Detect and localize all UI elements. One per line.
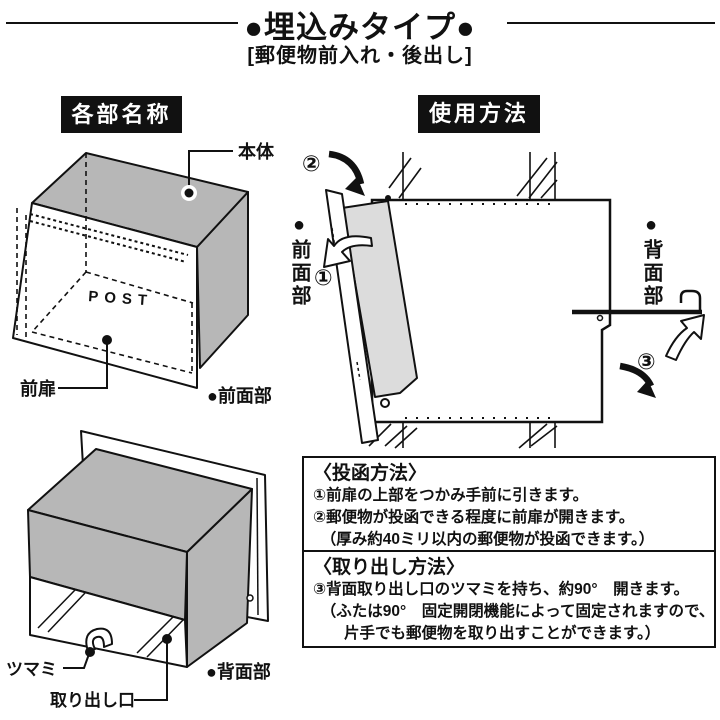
knob-label: ツマミ: [6, 660, 57, 679]
front-door-dot: [102, 335, 112, 345]
knob-leader-line: [63, 653, 90, 669]
retrieval-line-3: 片手でも郵便物を取り出すことができます。）: [313, 625, 661, 642]
usage-cross-section-diagram: ② ① ③: [302, 150, 705, 449]
posting-line-1: ①前扉の上部をつかみ手前に引きます。: [313, 487, 589, 504]
box-body-section: [370, 198, 612, 424]
lid-pivot: [596, 314, 604, 322]
wall-hatching: [368, 152, 558, 449]
door-panel-section: [341, 200, 418, 398]
page-title: ●埋込みタイプ●: [244, 10, 476, 45]
body-dot: [184, 188, 194, 198]
body-label: 本体: [238, 141, 275, 162]
outlet-leader-line: [134, 641, 168, 701]
parts-section-header: 各部名称: [61, 96, 182, 133]
step1-number: ①: [314, 265, 333, 290]
door-hinge-dot: [385, 195, 391, 201]
step2-arrow-curve: [328, 150, 365, 185]
outlet-flap: [29, 576, 188, 668]
mail-slot-dashed-edge: [29, 213, 189, 263]
retrieval-heading: 〈取り出し方法〉: [313, 557, 466, 578]
post-text: POST: [88, 288, 154, 309]
parts-rear-view-diagram: ツマミ 取り出し口 ●背面部: [6, 430, 271, 710]
retrieval-instructions-box: 〈取り出し方法〉 ③背面取り出し口のツマミを持ち、約90° 開きます。 （ふたは…: [302, 550, 716, 648]
step1-outline-arrow: [323, 235, 373, 268]
plate-fold-line: [256, 477, 259, 616]
usage-back-side-label: ●背面部: [640, 214, 662, 308]
step3-swing-arrow-head: [637, 380, 656, 398]
step3-number: ③: [637, 349, 656, 374]
posting-line-2: ②郵便物が投函できる程度に前扉が開きます。: [313, 509, 635, 526]
posting-line-3: （厚み約40ミリ以内の郵便物が投函できます。）: [313, 531, 655, 548]
knob-dot: [85, 647, 95, 657]
title-rule-left: [6, 22, 238, 24]
retrieval-line-1: ③背面取り出し口のツマミを持ち、約90° 開きます。: [313, 581, 690, 598]
lid-knob-hook: [679, 289, 702, 310]
step3-outline-arrow: [665, 314, 705, 361]
posting-heading: 〈投函方法〉: [313, 463, 428, 484]
box-front-door-face: [12, 202, 198, 389]
step2-number: ②: [302, 151, 321, 176]
step2-arrow-head: [345, 177, 365, 196]
wall-contact-ticks: [405, 203, 553, 419]
front-door-label: 前扉: [20, 378, 56, 399]
door-pivot: [380, 398, 390, 408]
usage-section-header: 使用方法: [418, 95, 540, 133]
usage-front-side-label: ●前面部: [288, 214, 310, 308]
retrieval-line-2: （ふたは90° 固定開閉機能によって固定されますので、: [313, 603, 715, 620]
step3-swing-arrow-curve: [619, 362, 654, 388]
body-leader-line: [188, 150, 233, 193]
page-subtitle: [郵便物前入れ・後出し]: [247, 45, 473, 67]
posting-instructions-box: 〈投函方法〉 ①前扉の上部をつかみ手前に引きます。 ②郵便物が投函できる程度に前…: [302, 456, 716, 552]
knob-shape: [85, 627, 113, 652]
outlet-label: 取り出し口: [50, 690, 135, 710]
front-door-leader-line: [58, 342, 108, 389]
hidden-edges-dashed: [16, 153, 194, 374]
front-side-label: ●前面部: [207, 385, 272, 406]
door-fold-dashes: [331, 227, 361, 381]
outlet-dot: [162, 634, 172, 644]
parts-front-view-diagram: POST 本体 前扉 ●前面部: [12, 141, 275, 406]
back-side-label: ●背面部: [206, 661, 271, 682]
title-rule-right: [507, 22, 715, 24]
screw: [246, 594, 254, 602]
